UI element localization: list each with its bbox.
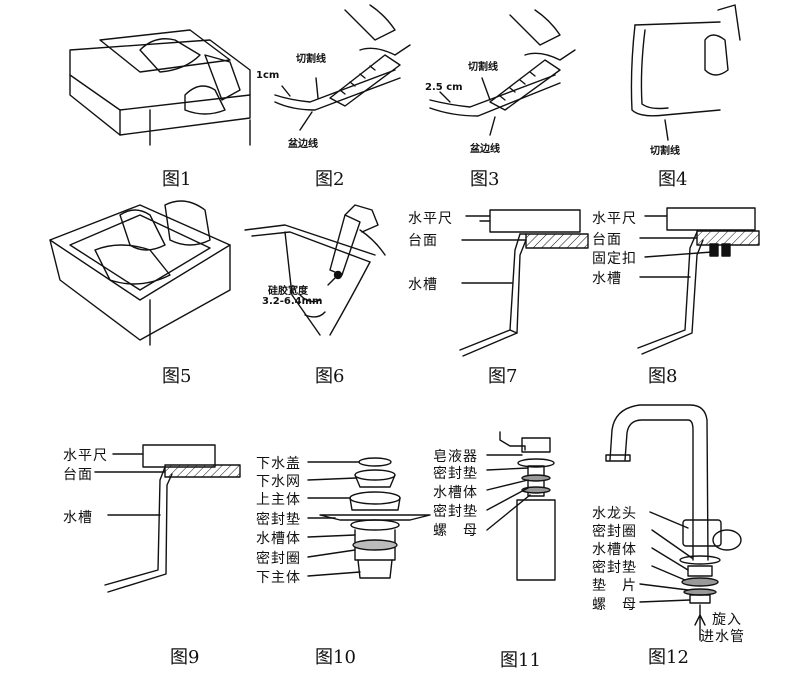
fig11-illustration (486, 431, 556, 581)
fig9-counter-label: 台面 (63, 467, 93, 483)
fig10-label-sink-body: 水槽体 (256, 531, 301, 547)
fig8-illustration (637, 207, 760, 355)
fig12-caption: 图12 (648, 647, 689, 668)
fig1-illustration (69, 29, 251, 146)
fig10-label-gasket: 密封垫 (256, 512, 301, 528)
fig3-cut-line-label: 切割线 (468, 62, 498, 73)
fig10-label-drain-mesh: 下水网 (256, 474, 301, 490)
fig6-caption: 图6 (315, 366, 345, 387)
fig12-label-inlet-pipe: 进水管 (700, 629, 745, 645)
fig4-caption: 图4 (658, 169, 688, 190)
fig12-label-washer: 垫 片 (592, 578, 637, 594)
fig2-illustration (274, 4, 411, 131)
fig4-illustration (630, 4, 741, 141)
fig9-illustration (94, 444, 241, 593)
fig5-caption: 图5 (162, 366, 192, 387)
fig7-counter-label: 台面 (408, 233, 438, 249)
fig11-label-dispenser: 皂液器 (433, 449, 478, 465)
fig12-label-sink-body: 水槽体 (592, 542, 637, 558)
fig12-label-seal-ring: 密封圈 (592, 524, 637, 540)
fig2-cut-line-label: 切割线 (296, 54, 326, 65)
fig3-offset-label: 2.5 cm (425, 82, 463, 93)
fig9-caption: 图9 (170, 647, 200, 668)
fig6-width-range-label: 3.2-6.4mm (262, 296, 323, 307)
fig12-label-screw-in: 旋入 (712, 612, 742, 628)
fig2-caption: 图2 (315, 169, 345, 190)
fig11-caption: 图11 (500, 650, 541, 671)
fig12-illustration (605, 404, 742, 641)
fig8-caption: 图8 (648, 366, 678, 387)
fig4-cut-line-label: 切割线 (650, 146, 680, 157)
fig10-illustration (307, 457, 431, 579)
fig10-label-lower-body: 下主体 (256, 570, 301, 586)
fig10-label-seal-ring: 密封圈 (256, 551, 301, 567)
fig6-illustration (244, 204, 386, 336)
fig9-sink-label: 水槽 (63, 510, 93, 526)
fig2-offset-label: 1cm (256, 70, 280, 81)
fig8-clip-label: 固定扣 (592, 251, 637, 267)
fig10-label-upper-body: 上主体 (256, 492, 301, 508)
fig12-label-faucet: 水龙头 (592, 506, 637, 522)
fig7-illustration (459, 209, 589, 357)
fig3-illustration (429, 9, 576, 136)
fig7-caption: 图7 (488, 366, 518, 387)
fig8-level-label: 水平尺 (592, 211, 637, 227)
fig5-illustration (49, 200, 231, 346)
fig6-silicone-width-label: 硅胶宽度 (268, 286, 308, 297)
fig10-label-drain-cover: 下水盖 (256, 456, 301, 472)
fig12-label-gasket: 密封垫 (592, 560, 637, 576)
fig7-sink-label: 水槽 (408, 277, 438, 293)
fig3-caption: 图3 (470, 169, 500, 190)
fig8-counter-label: 台面 (592, 232, 622, 248)
fig3-basin-edge-label: 盆边线 (470, 144, 500, 155)
fig11-label-sink-body: 水槽体 (433, 485, 478, 501)
fig2-basin-edge-label: 盆边线 (288, 139, 318, 150)
fig11-label-gasket-bottom: 密封垫 (433, 504, 478, 520)
fig8-sink-label: 水槽 (592, 271, 622, 287)
fig10-caption: 图10 (315, 647, 356, 668)
fig12-label-nut: 螺 母 (592, 597, 637, 613)
fig11-label-nut: 螺 母 (433, 523, 478, 539)
fig1-caption: 图1 (162, 169, 192, 190)
fig7-level-label: 水平尺 (408, 211, 453, 227)
fig11-label-gasket-top: 密封垫 (433, 466, 478, 482)
fig9-level-label: 水平尺 (63, 448, 108, 464)
